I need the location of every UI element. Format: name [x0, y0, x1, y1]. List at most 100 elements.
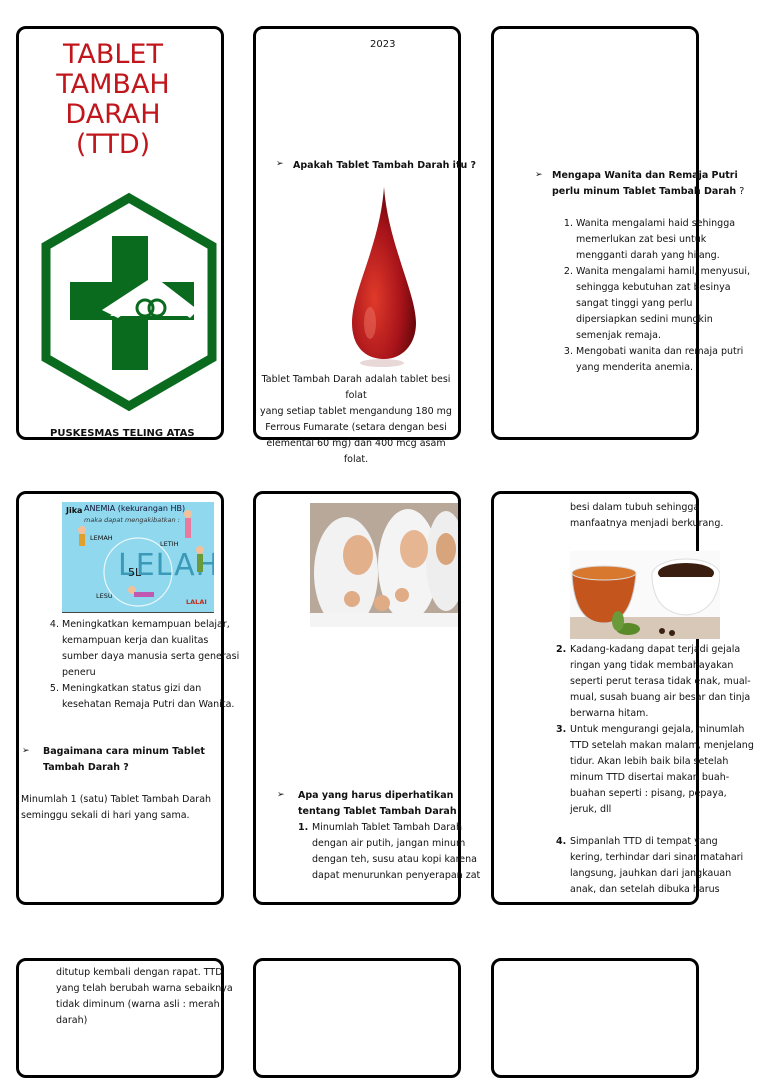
list-line: Untuk mengurangi gejala, minumlah	[570, 724, 745, 735]
list-item: Wanita mengalami haid sehingga memerluka…	[576, 216, 768, 264]
list-line: Wanita mengalami hamil, menyusui,	[576, 266, 750, 277]
list-line: dapat menurunkan penyerapan zat	[312, 870, 481, 881]
tips-item-4: Simpanlah TTD di tempat yang kering, ter…	[570, 834, 768, 898]
infographic-lalai: LALAI	[186, 598, 207, 606]
list-line: semenjak remaja.	[576, 330, 661, 341]
blood-drop-icon	[352, 187, 416, 367]
cover-title: TABLET TAMBAH DARAH (TTD)	[18, 40, 208, 160]
definition-body: Tablet Tambah Darah adalah tablet besi f…	[256, 372, 456, 468]
year-label: 2023	[370, 39, 396, 50]
panel-blank-2	[491, 958, 699, 1078]
why-question-text: Mengapa Wanita dan Remaja Putri perlu mi…	[552, 170, 738, 197]
item-number: 2.	[556, 644, 567, 655]
list-line: ringan yang tidak membahayakan	[570, 660, 734, 671]
why-question-mark: ?	[736, 186, 745, 197]
list-line: Meningkatkan kemampuan belajar,	[62, 619, 230, 630]
item-number: 3.	[556, 724, 567, 735]
why-list: Wanita mengalami haid sehingga memerluka…	[558, 216, 768, 376]
arrow-bullet-icon: ➢	[277, 790, 285, 800]
tea-coffee-photo	[570, 551, 720, 639]
list-line: tidur. Akan lebih baik bila setelah	[570, 756, 729, 767]
cover-title-line: TABLET	[63, 39, 163, 70]
infographic-lesu: LESU	[96, 592, 113, 600]
list-item: Meningkatkan kemampuan belajar, kemampua…	[62, 617, 262, 681]
infographic-lemah: LEMAH	[90, 534, 113, 542]
definition-question: Apakah Tablet Tambah Darah itu ?	[293, 160, 477, 171]
list-line: yang menderita anemia.	[576, 362, 694, 373]
list-line: sehingga kebutuhan zat besinya	[576, 282, 731, 293]
list-line: Kadang-kadang dapat terjadi gejala	[570, 644, 741, 655]
list-line: anak, dan setelah dibuka harus	[570, 884, 720, 895]
definition-line: Tablet Tambah Darah adalah tablet besi f…	[261, 374, 451, 401]
tired-people-icon	[78, 510, 204, 607]
definition-line: elemental 60 mg) dan 400 mcg asam folat.	[266, 438, 446, 465]
list-line: buahan seperti : pisang, pepaya,	[570, 788, 727, 799]
list-line: ditutup kembali dengan rapat. TTD	[56, 967, 223, 978]
list-line: seperti perut terasa tidak enak, mual-	[570, 676, 751, 687]
list-line: kesehatan Remaja Putri dan Wanita.	[62, 699, 235, 710]
list-line: mengganti darah yang hilang.	[576, 250, 720, 261]
health-logo-icon	[41, 192, 217, 412]
list-line: manfaatnya menjadi berkurang.	[570, 518, 724, 529]
arrow-bullet-icon: ➢	[535, 170, 543, 180]
list-line: peneru	[62, 667, 96, 678]
how-question-line: Bagaimana cara minum Tablet	[43, 746, 205, 757]
infographic-anemia: ANEMIA (kekurangan HB)	[84, 504, 186, 513]
list-line: Meningkatkan status gizi dan	[62, 683, 202, 694]
panel-definition	[253, 26, 461, 440]
list-line: memerlukan zat besi untuk	[576, 234, 707, 245]
how-question: Bagaimana cara minum Tablet Tambah Darah…	[43, 744, 205, 776]
attention-heading-line: Apa yang harus diperhatikan	[298, 790, 454, 801]
panel-blank-1	[253, 958, 461, 1078]
infographic-jika: Jika	[66, 506, 83, 515]
list-line: dengan air putih, jangan minum	[312, 838, 466, 849]
attention-heading-line: tentang Tablet Tambah Darah	[298, 806, 457, 817]
list-line: sangat tinggi yang perlu	[576, 298, 693, 309]
list-line: berwarna hitam.	[570, 708, 649, 719]
panel-why	[491, 26, 699, 440]
list-line: kemampuan kerja dan kualitas	[62, 635, 209, 646]
how-question-line: Tambah Darah ?	[43, 762, 129, 773]
list-line: darah)	[56, 1015, 88, 1026]
attention-heading: Apa yang harus diperhatikan tentang Tabl…	[298, 788, 457, 820]
how-answer-line: Minumlah 1 (satu) Tablet Tambah Darah	[21, 794, 212, 805]
list-line: TTD setelah makan malam, menjelang	[570, 740, 754, 751]
definition-line: Ferrous Fumarate (setara dengan besi	[265, 422, 447, 433]
anemia-infographic: Jika ANEMIA (kekurangan HB) maka dapat m…	[62, 502, 214, 613]
how-answer-line: seminggu sekali di hari yang sama.	[21, 810, 190, 821]
list-line: jeruk, dll	[570, 804, 612, 815]
list-line: langsung, jauhkan dari jangkauan	[570, 868, 732, 879]
list-line: besi dalam tubuh sehingga	[570, 502, 700, 513]
why-question: Mengapa Wanita dan Remaja Putri perlu mi…	[552, 168, 752, 200]
list-line: Wanita mengalami haid sehingga	[576, 218, 736, 229]
list-item: Meningkatkan status gizi dan kesehatan R…	[62, 681, 262, 713]
list-line: mual, susah buang air besar dan tinja	[570, 692, 751, 703]
benefits-list: Meningkatkan kemampuan belajar, kemampua…	[44, 617, 262, 713]
list-line: dipersiapkan sedini mungkin	[576, 314, 713, 325]
definition-line: yang setiap tablet mengandung 180 mg	[260, 406, 452, 417]
list-item: Mengobati wanita dan remaja putri yang m…	[576, 344, 768, 376]
cover-title-line: (TTD)	[75, 129, 151, 160]
list-line: dengan teh, susu atau kopi karena	[312, 854, 477, 865]
attention-item-1: Minumlah Tablet Tambah Darah dengan air …	[312, 820, 492, 884]
how-answer: Minumlah 1 (satu) Tablet Tambah Darah se…	[21, 792, 211, 824]
list-line: kering, terhindar dari sinar matahari	[570, 852, 744, 863]
infographic-sub: maka dapat mengakibatkan :	[84, 516, 180, 524]
list-line: Minumlah Tablet Tambah Darah	[312, 822, 463, 833]
cover-title-line: DARAH	[65, 99, 161, 130]
list-line: Mengobati wanita dan remaja putri	[576, 346, 744, 357]
list-item: Wanita mengalami hamil, menyusui, sehing…	[576, 264, 768, 344]
list-line: tidak diminum (warna asli : merah	[56, 999, 220, 1010]
list-line: yang telah berubah warna sebaiknya	[56, 983, 233, 994]
tips-item-3: Untuk mengurangi gejala, minumlah TTD se…	[570, 722, 768, 818]
list-line: sumber daya manusia serta generasi	[62, 651, 240, 662]
cover-footer: PUSKESMAS TELING ATAS	[50, 428, 195, 439]
item-number: 4.	[556, 836, 567, 847]
girls-photo	[310, 503, 458, 627]
item-number: 1.	[298, 822, 309, 833]
infographic-5l: 5L	[128, 566, 142, 579]
tips-continuation: besi dalam tubuh sehingga manfaatnya men…	[570, 500, 723, 532]
tips-item-2: Kadang-kadang dapat terjadi gejala ringa…	[570, 642, 768, 722]
list-line: Simpanlah TTD di tempat yang	[570, 836, 718, 847]
arrow-bullet-icon: ➢	[22, 746, 30, 756]
